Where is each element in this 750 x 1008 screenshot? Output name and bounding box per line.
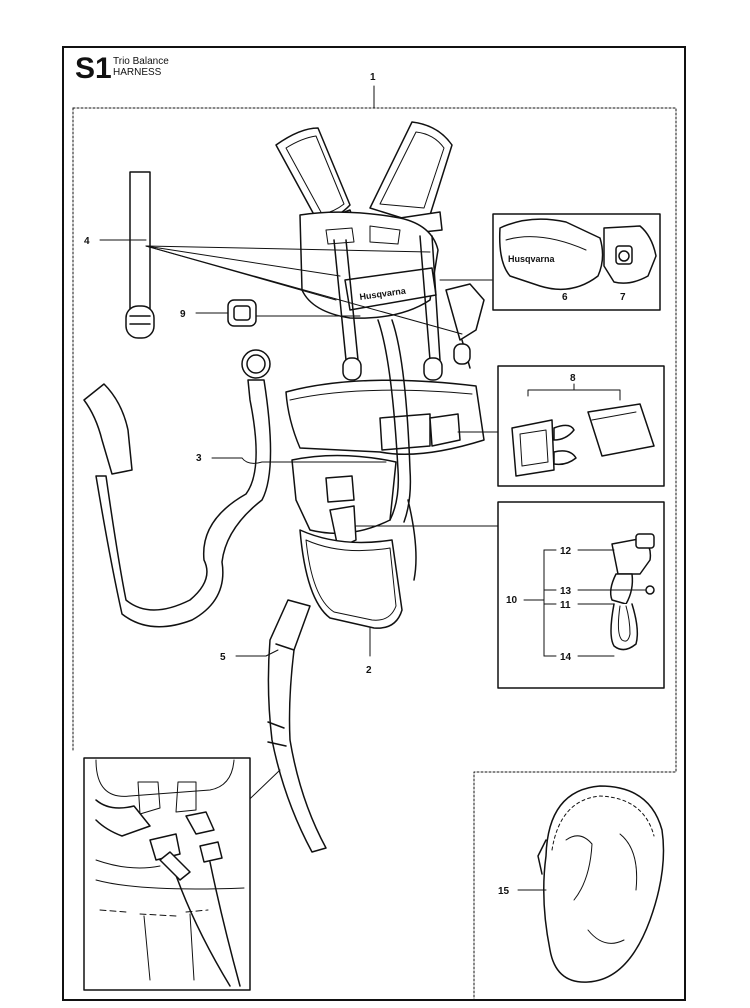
assembly-dotted-box (72, 107, 677, 1001)
callout-5: 5 (220, 652, 226, 663)
callout-12: 12 (560, 546, 572, 557)
part-8-buckle (511, 403, 655, 477)
callout-15: 15 (498, 886, 510, 897)
callout-1: 1 (370, 72, 376, 83)
callout-7: 7 (620, 292, 626, 303)
detail-box-strap-fitting (83, 757, 251, 991)
part-4-strap (125, 171, 155, 339)
title-line-2: HARNESS (113, 67, 162, 78)
part-5-belt-strap (267, 599, 327, 853)
part-3-hose-strap (83, 349, 272, 628)
callout-4: 4 (84, 236, 90, 247)
callout-8: 8 (570, 373, 576, 384)
callout-13: 13 (560, 586, 572, 597)
part-9-buckle (227, 299, 257, 327)
diagram-title: Trio Balance HARNESS (113, 56, 169, 78)
harness-assembly: Husqvarna (275, 121, 485, 629)
callout-3: 3 (196, 453, 202, 464)
strap-fitting-detail (95, 759, 245, 987)
brand-label-pad: Husqvarna (508, 254, 556, 264)
detail-box-hook (497, 501, 665, 689)
part-7-clip (603, 225, 657, 284)
callout-2: 2 (366, 665, 372, 676)
callout-10: 10 (506, 595, 518, 606)
section-code: S1 (75, 52, 112, 85)
callout-9: 9 (180, 309, 186, 320)
part-6-pad: Husqvarna (498, 218, 604, 291)
callout-6: 6 (562, 292, 568, 303)
part-15-cover (537, 785, 665, 983)
callout-11: 11 (560, 600, 571, 611)
title-line-1: Trio Balance (113, 56, 169, 67)
callout-14: 14 (560, 652, 572, 663)
part-10-hook (609, 533, 655, 651)
